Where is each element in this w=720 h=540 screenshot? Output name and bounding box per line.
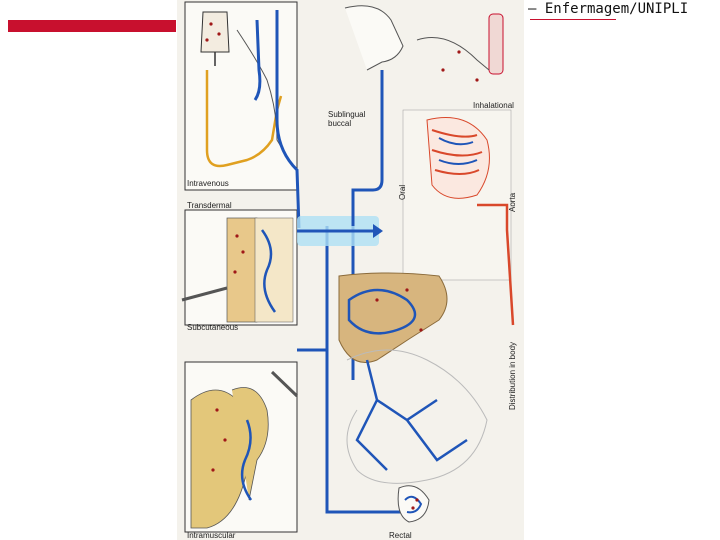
routes-diagram-svg: Intravenous Transdermal Subcutaneous Int… [177,0,524,540]
mesenteric-veins [357,360,467,470]
skin-layer [227,218,257,322]
label-buccal: buccal [328,119,351,128]
label-oral: Oral [398,185,407,200]
header-underline [530,19,616,20]
drug-administration-routes-figure: Intravenous Transdermal Subcutaneous Int… [177,0,524,540]
label-sublingual: Sublingual [328,110,366,119]
label-subcutaneous: Subcutaneous [187,323,238,332]
inhaler-canister [489,14,503,74]
label-aorta: Aorta [508,192,517,212]
label-intramuscular: Intramuscular [187,531,236,540]
red-accent-bar [8,20,176,32]
subcutaneous-layer [255,218,293,322]
sublingual-vessel [353,70,382,226]
head-outline [345,6,403,70]
label-distribution-in-body: Distribution in body [508,342,517,410]
label-rectal: Rectal [389,531,412,540]
label-intravenous: Intravenous [187,179,229,188]
liver [339,273,447,363]
label-inhalational: Inhalational [473,101,514,110]
iv-bag [201,12,229,52]
rectum [398,486,429,522]
main-return-vessel [297,350,405,512]
slide-header: – Enfermagem/UNIPLI [528,1,688,17]
label-transdermal: Transdermal [187,201,232,210]
airway [417,38,489,71]
